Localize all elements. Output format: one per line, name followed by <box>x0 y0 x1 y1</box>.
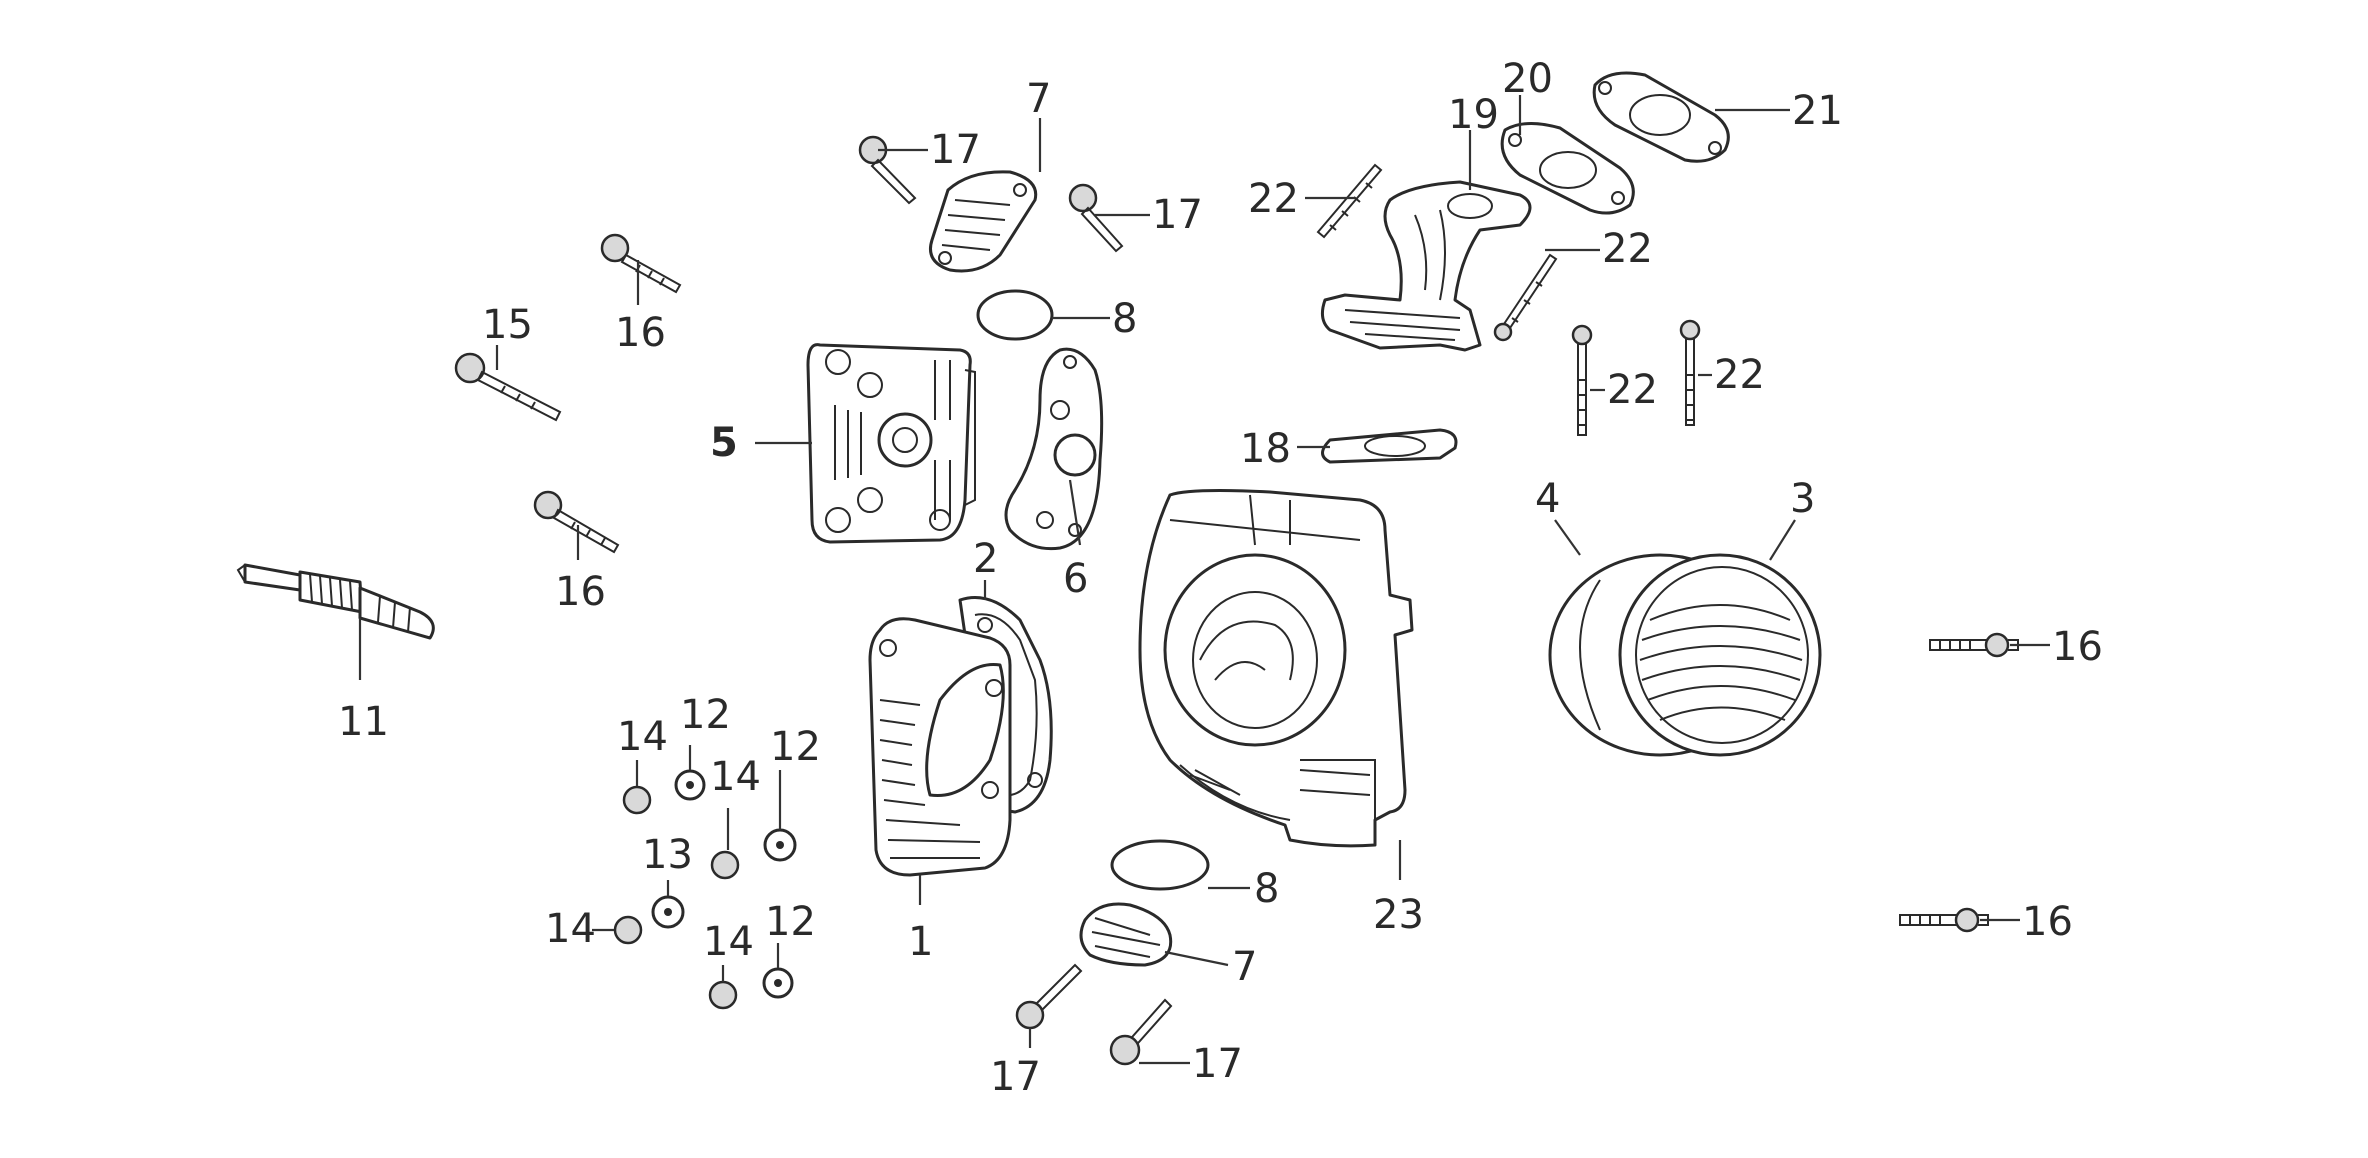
head-cover <box>806 343 976 544</box>
label-21: 21 <box>1792 88 1843 134</box>
label-22-b: 22 <box>1602 226 1653 272</box>
label-17-top-left: 17 <box>930 127 981 173</box>
bolt-17-bottom-left <box>1015 963 1083 1030</box>
label-8-bottom: 8 <box>1254 866 1279 912</box>
label-12-a: 12 <box>680 692 731 738</box>
label-20: 20 <box>1502 56 1553 102</box>
label-16-right-lower: 16 <box>2022 899 2073 945</box>
bolt-17-top-left <box>858 135 917 205</box>
gasket-18 <box>1321 428 1458 464</box>
bolt-16-upper <box>600 233 682 294</box>
label-16-right-upper: 16 <box>2052 624 2103 670</box>
bolt-22-a <box>1316 163 1383 239</box>
label-17-bottom-left: 17 <box>990 1054 1041 1100</box>
cover-plate-top <box>929 170 1038 273</box>
label-22-d: 22 <box>1714 352 1765 398</box>
gasket-20 <box>1500 122 1635 215</box>
spark-plug <box>236 563 435 640</box>
leader-lines <box>358 95 2050 1065</box>
bolt-16-right-lower <box>1899 907 1989 933</box>
label-19: 19 <box>1448 92 1499 138</box>
bolt-22-b <box>1493 253 1558 342</box>
label-7-top: 7 <box>1026 76 1051 122</box>
label-13: 13 <box>642 832 693 878</box>
label-15: 15 <box>482 302 533 348</box>
label-8-top: 8 <box>1112 296 1137 342</box>
label-22-a: 22 <box>1248 176 1299 222</box>
bolt-17-bottom-right <box>1109 998 1173 1066</box>
cover-plate-bottom <box>1079 902 1173 967</box>
reference-labels: 17 7 17 8 6 5 16 15 16 11 2 1 8 7 17 17 … <box>338 56 2103 1100</box>
label-2: 2 <box>973 536 998 582</box>
air-filter-cover-3 <box>1618 553 1822 757</box>
label-6: 6 <box>1063 556 1088 602</box>
label-16-mid: 16 <box>555 569 606 615</box>
bolt-22-d <box>1679 319 1701 426</box>
o-ring-top <box>976 289 1054 341</box>
label-23: 23 <box>1373 892 1424 938</box>
label-4: 4 <box>1535 476 1560 522</box>
air-box-housing-23 <box>1138 489 1414 848</box>
nut-14c <box>613 915 643 945</box>
label-11: 11 <box>338 699 389 745</box>
label-7-bottom: 7 <box>1232 944 1257 990</box>
label-14-a: 14 <box>617 714 668 760</box>
label-12-b: 12 <box>770 724 821 770</box>
label-18: 18 <box>1240 426 1291 472</box>
bolt-15 <box>454 352 562 422</box>
cylinder-1 <box>868 617 1012 877</box>
label-22-c: 22 <box>1607 367 1658 413</box>
gasket-21 <box>1592 71 1730 163</box>
label-17-bottom-right: 17 <box>1192 1041 1243 1087</box>
intake-manifold-19 <box>1320 180 1532 352</box>
nuts-and-washers <box>613 769 797 1010</box>
head-gasket-6 <box>1004 347 1104 551</box>
nut-14a <box>622 785 652 815</box>
bolt-17-top-right <box>1068 183 1124 253</box>
nut-14b <box>710 850 740 880</box>
label-14-b: 14 <box>710 754 761 800</box>
label-14-d: 14 <box>703 919 754 965</box>
bolt-16-mid <box>533 490 620 554</box>
label-14-c: 14 <box>545 906 596 952</box>
o-ring-bottom <box>1110 839 1210 891</box>
nut-14d <box>708 980 738 1010</box>
label-5: 5 <box>710 420 738 466</box>
bolts <box>454 135 2019 1066</box>
bolt-22-c <box>1571 324 1593 436</box>
label-16-upper: 16 <box>615 310 666 356</box>
bolt-16-right-upper <box>1929 632 2019 658</box>
label-17-top-right: 17 <box>1152 192 1203 238</box>
label-12-c: 12 <box>765 899 816 945</box>
label-3: 3 <box>1790 476 1815 522</box>
label-1: 1 <box>908 919 933 965</box>
